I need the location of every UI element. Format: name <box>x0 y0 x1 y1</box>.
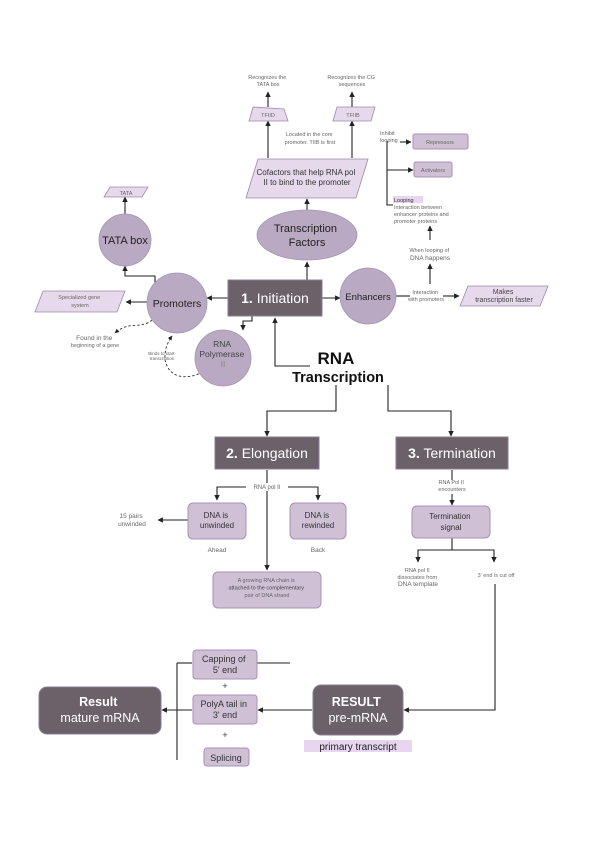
initiation-stage[interactable]: 1. Initiation <box>227 279 323 317</box>
result-pre-mrna-text: RESULT pre-mRNA <box>328 695 388 725</box>
inhibit-looping-note: Inhibit looping <box>380 131 398 144</box>
termination-label: 3. Termination <box>408 445 496 461</box>
found-in-note: Found in the beginning of a gene <box>71 335 119 349</box>
plus-sign-1: + <box>222 681 227 691</box>
initiation-label: 1. Initiation <box>241 290 309 306</box>
binds-note: Binds to start transcription <box>148 351 176 361</box>
tata-para-label: TATA <box>120 191 133 197</box>
dna-rewinded-text: DNA is rewinded <box>302 511 334 530</box>
splicing-text: Splicing <box>210 753 242 763</box>
ahead-caption: Ahead <box>208 547 227 554</box>
cofactors-text: Cofactors that help RNA pol II to bind t… <box>257 168 358 187</box>
repressors-box[interactable]: Repressors <box>412 133 469 150</box>
makes-faster-box[interactable]: Makes transcription faster <box>459 285 549 307</box>
looping-note: Looping Interaction between enhancer pro… <box>394 198 450 225</box>
tata-box-label: TATA box <box>102 235 148 247</box>
tfiib-label: TFIIB <box>346 113 360 119</box>
primary-transcript-caption: primary transcript <box>319 742 396 753</box>
dna-unwinded-text: DNA is unwinded <box>200 511 234 530</box>
tfiid-note: Recognizes the TATA box <box>248 75 287 88</box>
result-pre-mrna[interactable]: RESULT pre-mRNA <box>312 684 404 736</box>
growing-rna-box[interactable]: A growing RNA chain is attached to the c… <box>212 571 322 609</box>
growing-rna-text: A growing RNA chain is attached to the c… <box>228 578 305 599</box>
connectors <box>114 91 497 760</box>
transcription-factors-label: Transcription Factors <box>274 223 340 249</box>
looping-highlight <box>393 196 423 203</box>
elongation-stage[interactable]: 2. Elongation <box>214 436 320 470</box>
rna-pol-label-bg <box>246 483 288 491</box>
rna-polymerase-node[interactable]: RNA Polymerase II <box>194 329 252 387</box>
elongation-label: 2. Elongation <box>226 445 308 461</box>
makes-faster-text: Makes transcription faster <box>475 289 533 304</box>
dna-unwinded-box[interactable]: DNA is unwinded <box>187 502 247 540</box>
rna-polymerase-label: RNA Polymerase II <box>199 339 246 369</box>
activators-label: Activators <box>421 168 445 174</box>
transcription-factors-node[interactable]: Transcription Factors <box>256 209 358 261</box>
tfiid-box[interactable]: TFIID <box>248 106 289 122</box>
dissociates-note: RNA pol II dissociates from DNA template <box>397 568 438 588</box>
result-mature-mrna[interactable]: Result mature mRNA <box>38 686 162 735</box>
termination-signal-box[interactable]: Termination signal <box>411 505 491 539</box>
termination-signal-text: Termination signal <box>429 512 473 532</box>
tfiid-label: TFIID <box>261 113 275 119</box>
tata-para[interactable]: TATA <box>103 186 149 198</box>
repressors-label: Repressors <box>426 140 454 146</box>
interaction-note: Interaction with promoters <box>407 290 444 303</box>
cut-off-note: 3' end is cut off <box>478 573 515 579</box>
tata-box-node[interactable]: TATA box <box>98 213 152 267</box>
enhancers-node[interactable]: Enhancers <box>339 267 397 325</box>
tfiib-note: Recognizes the CG sequences <box>327 75 376 88</box>
polya-box[interactable]: PolyA tail in 3' end <box>192 694 258 725</box>
splicing-box[interactable]: Splicing <box>203 747 250 767</box>
promoters-node[interactable]: Promoters <box>146 272 208 334</box>
activators-box[interactable]: Activators <box>413 161 453 178</box>
termination-stage[interactable]: 3. Termination <box>395 436 509 470</box>
when-looping-note: When looping of DNA happens <box>409 248 450 262</box>
back-caption: Back <box>311 547 326 554</box>
polya-text: PolyA tail in 3' end <box>200 699 249 720</box>
rna-pol-ii-label: RNA pol II <box>253 485 280 491</box>
pairs-note: 15 pairs unwinded <box>118 513 146 528</box>
result-mature-mrna-text: Result mature mRNA <box>60 695 140 725</box>
tf-location-note: Located in the core promoter. TIIB is fi… <box>285 132 336 146</box>
encounters-note: RNA Pol II encounters <box>438 480 465 493</box>
tfiib-box[interactable]: TFIIB <box>332 106 376 122</box>
plus-sign-2: + <box>222 730 227 740</box>
diagram-title: RNA Transcription <box>292 349 384 386</box>
capping-text: Capping of 5' end <box>202 654 248 675</box>
promoters-label: Promoters <box>153 298 201 310</box>
dna-rewinded-box[interactable]: DNA is rewinded <box>289 502 347 540</box>
capping-box[interactable]: Capping of 5' end <box>192 649 258 680</box>
specialized-text: Specialized gene system <box>58 295 101 309</box>
enhancers-label: Enhancers <box>345 292 391 303</box>
primary-transcript-highlight <box>304 740 412 752</box>
cofactors-box[interactable]: Cofactors that help RNA pol II to bind t… <box>245 158 369 199</box>
specialized-gene-system[interactable]: Specialized gene system <box>34 290 126 313</box>
